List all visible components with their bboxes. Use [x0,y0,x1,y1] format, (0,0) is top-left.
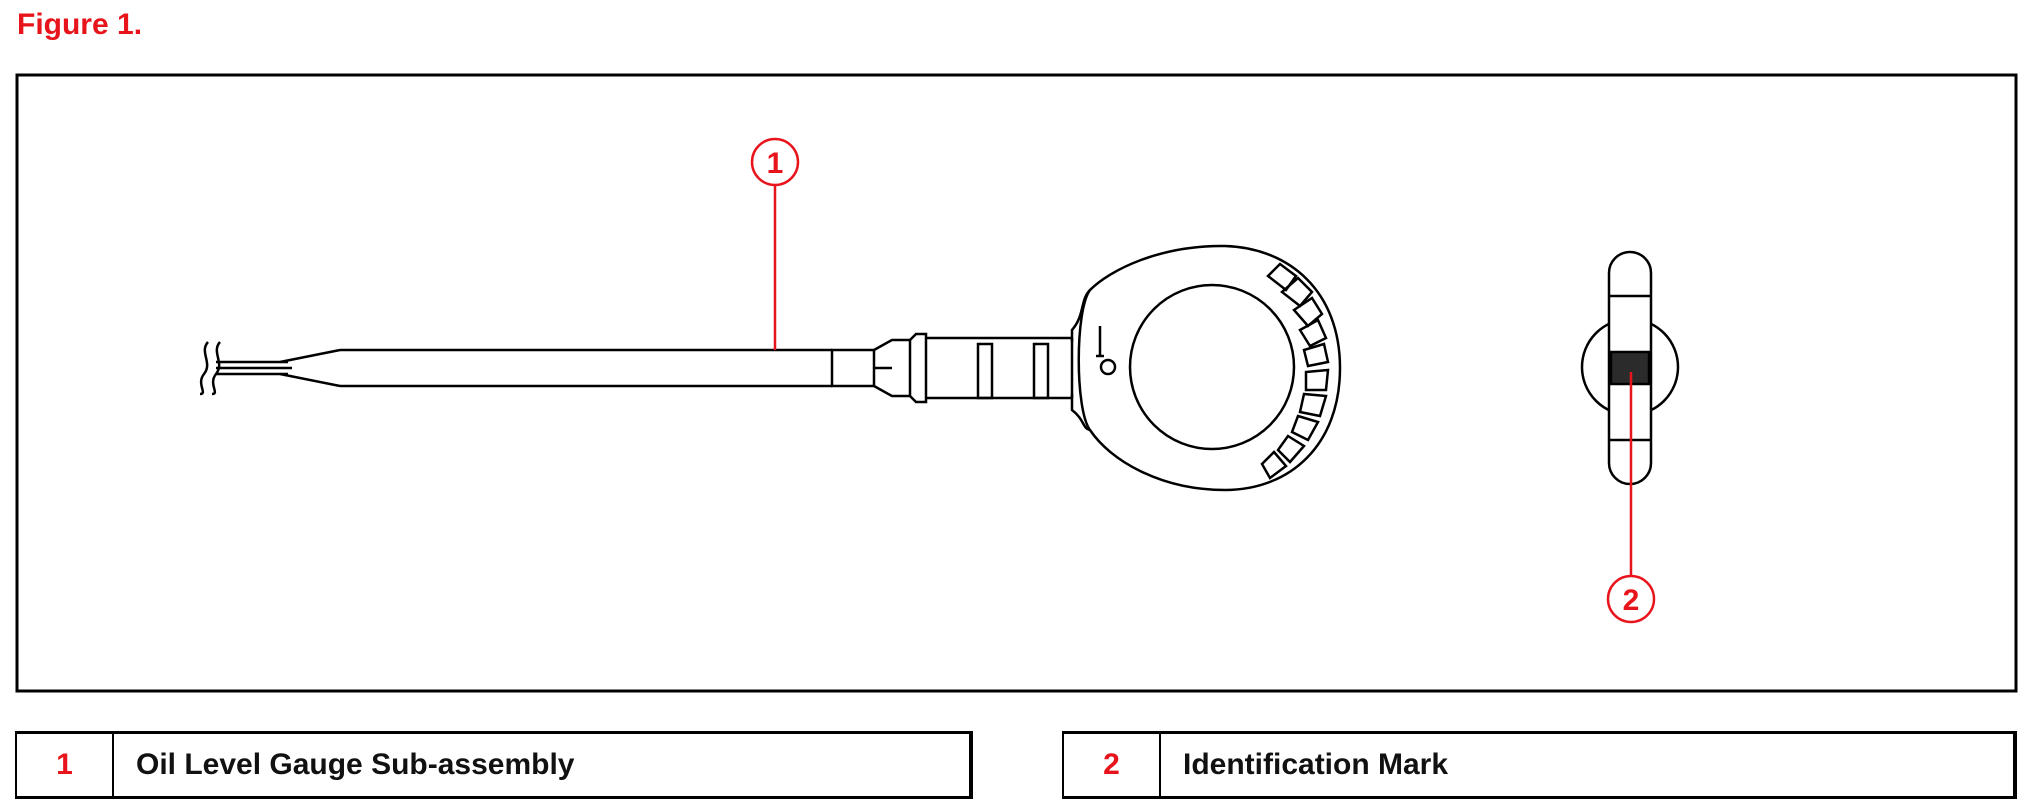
callout-1-number: 1 [767,147,784,180]
oil-level-gauge-drawing [199,244,1342,492]
legend-1-label: Oil Level Gauge Sub-assembly [136,748,575,781]
legend-2-label: Identification Mark [1183,748,1449,781]
callout-1: 1 [750,137,800,187]
legend-row-2: 2 Identification Mark [1062,731,2017,799]
break-mark [199,341,210,396]
diagram-frame [15,73,2018,693]
callout-2-number: 2 [1623,584,1640,617]
legend-row-1: 1 Oil Level Gauge Sub-assembly [15,731,973,799]
figure-title: Figure 1. [17,8,143,41]
legend-2-number: 2 [1063,732,1161,798]
callout-2: 2 [1606,574,1656,624]
legend-1-number: 1 [16,732,114,798]
